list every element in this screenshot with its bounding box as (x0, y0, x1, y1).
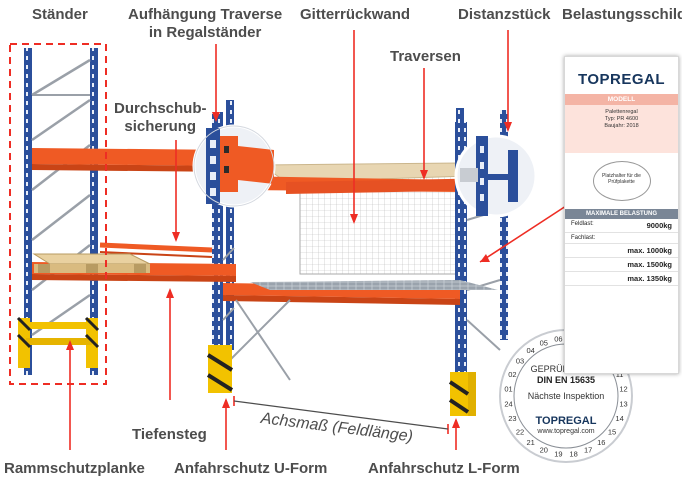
sign-logo-text: TOPREGAL (577, 71, 666, 88)
badge-number: 18 (569, 450, 577, 459)
sign-max-header: MAXIMALE BELASTUNG (565, 209, 678, 219)
badge-number: 23 (508, 414, 516, 423)
badge-logo: TOPREGAL (536, 415, 597, 427)
badge-number: 06 (554, 335, 562, 344)
badge-number: 12 (619, 384, 627, 393)
label-gitterrueckwand: Gitterrückwand (300, 6, 411, 23)
badge-number: 14 (615, 414, 623, 423)
sign-modell-box: Palettenregal Typ: PR 4600 Baujahr: 2018 (565, 105, 678, 153)
badge-number: 03 (516, 357, 524, 366)
badge-number: 19 (554, 450, 562, 459)
sign-row: Fachlast: (565, 233, 678, 244)
sign-row: max. 1000kg (565, 244, 678, 258)
badge-number: 21 (527, 438, 535, 447)
load-sign: TOPREGAL MODELL Palettenregal Typ: PR 46… (564, 56, 679, 374)
badge-number: 17 (584, 446, 592, 455)
durchschubsicherung (99, 242, 213, 258)
sign-modell-header: MODELL (565, 94, 678, 105)
label-distanzstueck: Distanzstück (458, 6, 551, 23)
sign-logo: TOPREGAL (565, 71, 678, 88)
badge-number: 04 (527, 346, 535, 355)
label-staender: Ständer (32, 6, 88, 23)
badge-line2: DIN EN 15635 (537, 375, 595, 385)
sign-modell-line: Typ: PR 4600 (604, 116, 639, 122)
badge-number: 24 (504, 400, 512, 409)
badge-number: 22 (516, 427, 524, 436)
sign-modell-line: Palettenregal (605, 109, 638, 115)
label-durchschubsicherung: Durchschub- sicherung (114, 100, 207, 135)
badge-number: 13 (619, 400, 627, 409)
callout-arrows (9, 30, 567, 450)
sign-row-value: max. 1500kg (627, 260, 672, 269)
sign-row-value: max. 1000kg (627, 246, 672, 255)
label-aufhaengung: Aufhängung Traverse in Regalständer (128, 6, 283, 41)
label-anfahrschutz-u: Anfahrschutz U-Form (174, 460, 328, 477)
badge-number: 01 (504, 384, 512, 393)
bracing (229, 299, 501, 381)
sign-row: max. 1350kg (565, 272, 678, 286)
sign-row-label: Fachlast: (571, 235, 596, 241)
anfahrschutz-l (448, 372, 476, 416)
badge-number: 11 (616, 370, 624, 379)
pallet (32, 253, 151, 273)
badge-number: 05 (540, 338, 548, 347)
label-rammschutzplanke: Rammschutzplanke (4, 460, 145, 477)
zoom-beam-hanger (192, 124, 276, 208)
badge-number: 20 (540, 446, 548, 455)
badge-number: 02 (508, 370, 516, 379)
sign-row-value: max. 1350kg (627, 274, 672, 283)
anfahrschutz-u (206, 345, 234, 393)
arrowheads (66, 112, 512, 428)
rammschutzplanke (16, 316, 100, 368)
sign-row: max. 1500kg (565, 258, 678, 272)
zoom-spacer (454, 134, 538, 218)
sign-modell-line: Baujahr: 2018 (604, 123, 639, 129)
sign-row: Feldlast: 9000kg (565, 219, 678, 233)
label-traversen: Traversen (390, 48, 461, 65)
badge-number: 16 (597, 438, 605, 447)
grate-deck (250, 280, 498, 290)
sign-plaque-placeholder: Platzhalter für die Prüfplakette (592, 161, 651, 201)
label-belastungsschild: Belastungsschild (562, 6, 682, 23)
badge-line3: Nächste Inspektion (528, 391, 605, 401)
label-anfahrschutz-l: Anfahrschutz L-Form (368, 460, 520, 477)
sign-row-label: Feldlast: (571, 221, 594, 227)
badge-number: 15 (608, 427, 616, 436)
badge-url: www.topregal.com (536, 428, 594, 435)
sign-row-value: 9000kg (646, 221, 672, 230)
upper-beams (32, 148, 500, 194)
label-tiefensteg: Tiefensteg (132, 426, 207, 443)
